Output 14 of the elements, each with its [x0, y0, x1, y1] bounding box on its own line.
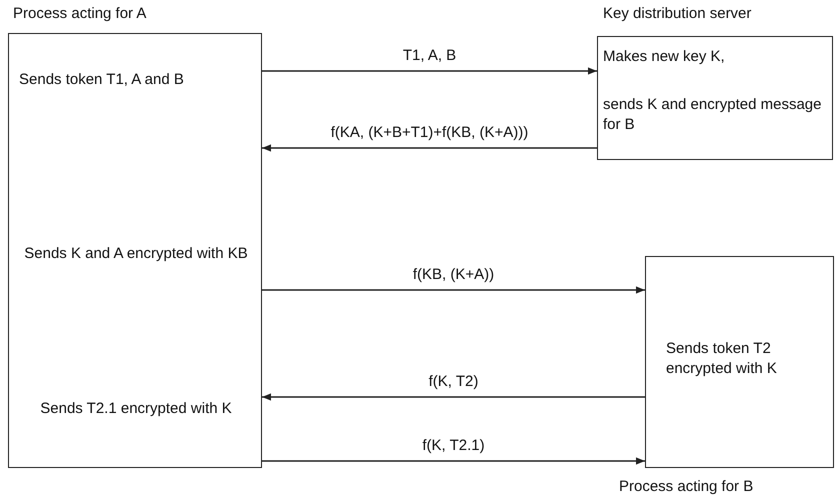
node-text: Sends T2.1 encrypted with K [39, 399, 233, 419]
node-text: Sends K and A encrypted with KB [23, 244, 249, 264]
node-text: Sends token T2 encrypted with K [666, 339, 778, 380]
node-heading: Process acting for B [619, 477, 754, 497]
node-heading: Process acting for A [13, 4, 148, 24]
arrow [262, 144, 597, 152]
node-heading: Key distribution server [603, 4, 752, 24]
arrow [262, 286, 645, 294]
node-text: Makes new key K, [603, 47, 726, 67]
arrow [262, 67, 597, 75]
arrow [262, 393, 645, 401]
node-text: Sends token T1, A and B [19, 70, 185, 90]
node-text: sends K and encrypted message for B [603, 95, 822, 136]
arrow [262, 457, 645, 465]
